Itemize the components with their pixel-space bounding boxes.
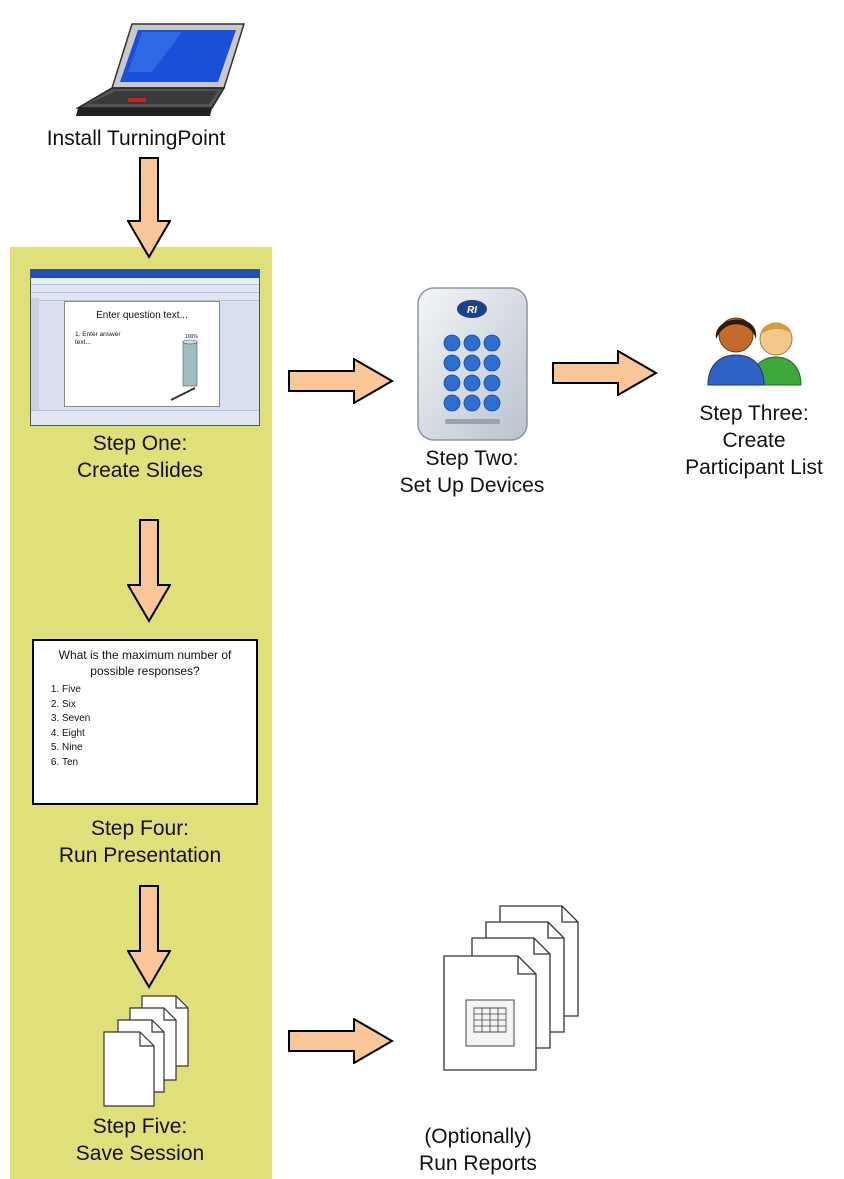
question-slide: What is the maximum number of possible r… bbox=[32, 639, 258, 805]
report-files-icon bbox=[440, 904, 582, 1072]
response-keypad-icon: RI bbox=[415, 285, 530, 443]
step-two-label: Step Two: Set Up Devices bbox=[368, 445, 576, 499]
ppt-slide: Enter question text... 1. Enter answer t… bbox=[64, 301, 220, 407]
svg-text:RI: RI bbox=[467, 305, 477, 316]
step-five-title: Step Five: bbox=[92, 1115, 188, 1138]
arrow-down-step-one bbox=[127, 519, 171, 623]
step-four-subtitle: Run Presentation bbox=[58, 844, 222, 867]
step-four-title: Step Four: bbox=[90, 817, 190, 840]
arrow-right-step-two bbox=[552, 350, 658, 396]
ppt-bar-chart bbox=[170, 339, 198, 401]
step-five-label: Step Five: Save Session bbox=[20, 1113, 260, 1167]
arrow-down-step-four bbox=[127, 885, 171, 989]
step-two-title: Step Two: bbox=[425, 447, 519, 470]
step-one-label: Step One: Create Slides bbox=[20, 430, 260, 484]
arrow-right-step-one bbox=[288, 358, 394, 404]
option-item: Ten bbox=[62, 756, 256, 771]
install-text: Install TurningPoint bbox=[46, 127, 226, 150]
arrow-down-install bbox=[127, 157, 171, 259]
reports-label: (Optionally) Run Reports bbox=[388, 1123, 568, 1177]
ppt-toolbar bbox=[31, 285, 259, 293]
powerpoint-screenshot-icon: Enter question text... 1. Enter answer t… bbox=[30, 269, 260, 426]
step-one-title: Step One: bbox=[92, 432, 188, 455]
step-three-line3: Participant List bbox=[685, 456, 823, 479]
reports-optional: (Optionally) bbox=[424, 1125, 532, 1148]
question-options: Five Six Seven Eight Nine Ten bbox=[34, 683, 256, 770]
step-three-label: Step Three: Create Participant List bbox=[664, 400, 844, 481]
option-item: Five bbox=[62, 683, 256, 698]
participants-icon bbox=[706, 305, 802, 387]
arrow-right-step-five bbox=[288, 1018, 394, 1064]
install-label: Install TurningPoint bbox=[20, 125, 252, 152]
step-five-subtitle: Save Session bbox=[75, 1142, 205, 1165]
reports-title: Run Reports bbox=[419, 1152, 537, 1175]
option-item: Seven bbox=[62, 712, 256, 727]
step-three-title: Step Three: bbox=[699, 402, 809, 425]
ppt-slide-title: Enter question text... bbox=[96, 310, 188, 321]
step-two-subtitle: Set Up Devices bbox=[399, 474, 545, 497]
question-text: What is the maximum number of possible r… bbox=[58, 648, 232, 678]
option-item: Nine bbox=[62, 741, 256, 756]
option-item: Six bbox=[62, 698, 256, 713]
session-files-icon bbox=[100, 994, 190, 1109]
option-item: Eight bbox=[62, 727, 256, 742]
ppt-statusbar bbox=[31, 410, 259, 425]
ppt-menubar bbox=[31, 278, 259, 285]
ppt-slide-answer: 1. Enter answer text... bbox=[75, 331, 121, 346]
ppt-toolbar-2 bbox=[31, 293, 259, 301]
step-four-label: Step Four: Run Presentation bbox=[20, 815, 260, 869]
ppt-titlebar bbox=[31, 270, 259, 278]
step-three-line2: Create bbox=[722, 429, 786, 452]
laptop-icon bbox=[72, 22, 250, 124]
ppt-slide-percent: 100% bbox=[185, 334, 198, 340]
step-one-subtitle: Create Slides bbox=[76, 459, 204, 482]
ppt-ruler bbox=[31, 298, 39, 413]
